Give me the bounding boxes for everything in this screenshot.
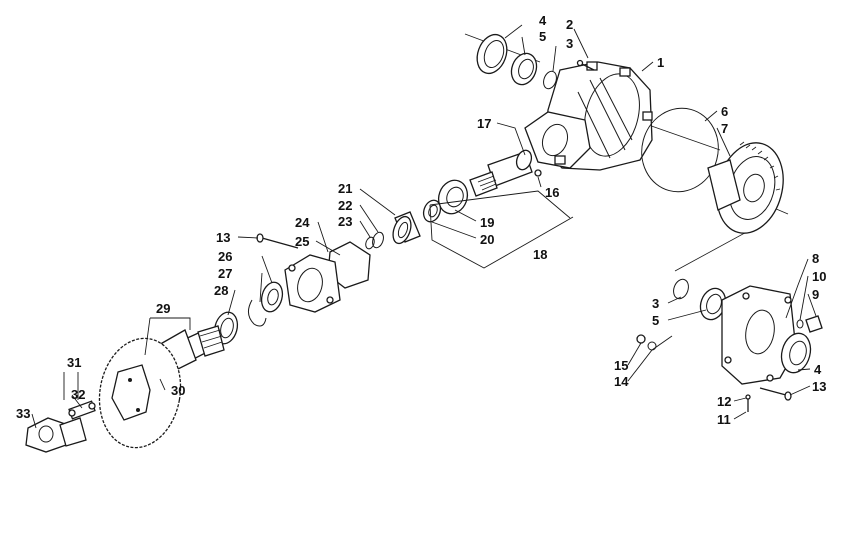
part-10-washer [796, 319, 804, 329]
part-9-plug [805, 315, 823, 333]
callout-9: 9 [812, 287, 819, 302]
part-19-bearing [437, 179, 469, 215]
callout-24: 24 [295, 215, 310, 230]
callout-27: 27 [218, 266, 232, 281]
callout-19: 19 [480, 215, 494, 230]
part-11-12-screw [745, 394, 751, 412]
part-14-15-washer [636, 334, 657, 351]
part-3-ring [543, 70, 557, 90]
callout-20: 20 [480, 232, 494, 247]
part-7-ring-gear [707, 141, 784, 234]
brake-disc [98, 337, 182, 449]
callout-32: 32 [71, 387, 85, 402]
part-24-bearing-cap [284, 254, 341, 313]
callout-4-right: 4 [814, 362, 822, 377]
callout-22: 22 [338, 198, 352, 213]
callout-13-right: 13 [812, 379, 826, 394]
part-4-seal-right [780, 332, 812, 374]
callout-31: 31 [67, 355, 81, 370]
part-27-snap-ring [248, 299, 267, 327]
part-21-sleeve [392, 211, 421, 245]
callout-10: 10 [812, 269, 826, 284]
cover-plate [721, 285, 797, 385]
part-5-bearing [510, 52, 538, 86]
callout-16: 16 [545, 185, 559, 200]
part-26-bearing [260, 281, 284, 313]
part-6-o-ring [641, 107, 719, 193]
part-23-ring [365, 236, 375, 250]
callout-26: 26 [218, 249, 232, 264]
callout-2: 2 [566, 17, 573, 32]
callout-23: 23 [338, 214, 352, 229]
part-16-ball [534, 169, 542, 177]
callout-29: 29 [156, 301, 170, 316]
leader-lines [31, 24, 817, 429]
callout-5-right: 5 [652, 313, 659, 328]
callout-11: 11 [717, 412, 731, 427]
callout-25: 25 [295, 234, 309, 249]
part-13-bolt-right [759, 387, 792, 401]
callout-labels: 1 2 3 4 5 6 7 17 16 19 20 18 21 22 23 24… [16, 13, 826, 427]
part-4-seal [476, 33, 508, 75]
part-2-screw [576, 59, 595, 71]
part-32-u-joint [68, 400, 96, 420]
callout-6: 6 [721, 104, 728, 119]
callout-15: 15 [614, 358, 628, 373]
part-33-flange-yoke [25, 417, 87, 453]
callout-12: 12 [717, 394, 731, 409]
part-13-bolt [256, 233, 299, 249]
callout-18: 18 [533, 247, 547, 262]
callout-3: 3 [566, 36, 573, 51]
callout-13: 13 [216, 230, 230, 245]
part-20-race [422, 199, 442, 223]
callout-17: 17 [477, 116, 491, 131]
callout-21: 21 [338, 181, 352, 196]
callout-33: 33 [16, 406, 30, 421]
callout-14: 14 [614, 374, 629, 389]
callout-1: 1 [657, 55, 664, 70]
callout-4: 4 [539, 13, 547, 28]
callout-5: 5 [539, 29, 546, 44]
part-17-pinion-housing [524, 111, 591, 169]
callout-7: 7 [721, 121, 728, 136]
callout-8: 8 [812, 251, 819, 266]
callout-28: 28 [214, 283, 228, 298]
part-pinion-gear [469, 149, 533, 197]
callout-30: 30 [171, 383, 185, 398]
callout-3-right: 3 [652, 296, 659, 311]
